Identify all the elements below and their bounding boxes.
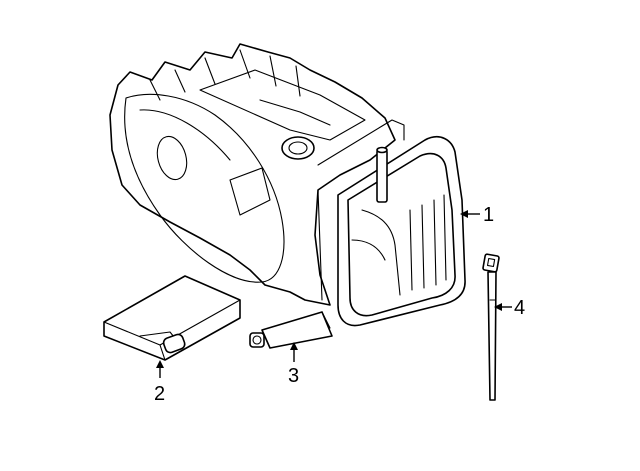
transmission-oil-pan <box>337 136 466 327</box>
callout-number-1: 1 <box>483 204 495 226</box>
callout-leader-2 <box>156 360 164 378</box>
callout-number-4: 4 <box>514 297 526 319</box>
dipstick <box>482 253 500 401</box>
sealant-tube <box>249 311 333 349</box>
transmission-filter <box>103 275 241 361</box>
callout-leader-4 <box>494 303 512 311</box>
callout-leader-3 <box>290 342 298 362</box>
callout-number-3: 3 <box>288 365 300 387</box>
callout-number-2: 2 <box>154 383 166 405</box>
transmission-case <box>109 43 405 306</box>
callout-leader-1 <box>460 210 480 218</box>
